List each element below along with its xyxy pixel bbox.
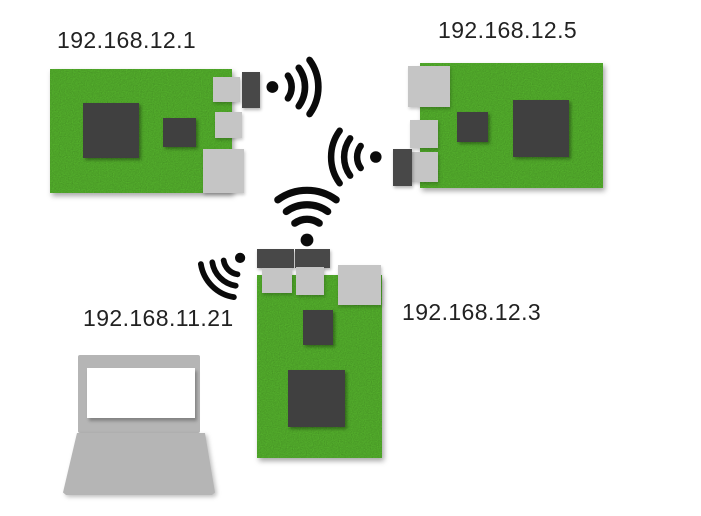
ip-label-board-3: 192.168.12.3 xyxy=(402,299,542,325)
circuit-board-2 xyxy=(393,63,603,188)
circuit-board-3 xyxy=(257,249,382,458)
port xyxy=(215,112,242,138)
wifi-dongle xyxy=(257,249,294,268)
port xyxy=(296,267,324,295)
wifi-signal-icon-up xyxy=(267,168,347,248)
ip-label-board-1: 192.168.12.1 xyxy=(57,27,197,53)
circuit-board-1 xyxy=(50,69,260,193)
chip-small xyxy=(303,310,333,345)
port xyxy=(338,265,381,305)
port xyxy=(410,120,438,148)
ip-label-board-2: 192.168.12.5 xyxy=(438,17,578,43)
laptop xyxy=(62,355,224,497)
wifi-dongle xyxy=(295,249,330,268)
ip-label-laptop: 192.168.11.21 xyxy=(83,305,234,331)
port xyxy=(410,152,438,182)
port xyxy=(262,268,292,293)
chip-large xyxy=(83,103,139,158)
laptop-display xyxy=(87,368,195,418)
chip-large xyxy=(513,100,569,157)
port xyxy=(203,149,244,193)
laptop-keyboard-wedge xyxy=(63,433,215,495)
port xyxy=(213,77,240,102)
wifi-dongle xyxy=(393,149,412,186)
wifi-signal-icon-right xyxy=(265,50,339,124)
chip-large xyxy=(288,370,345,427)
wifi-dongle xyxy=(242,72,260,108)
laptop-base xyxy=(63,433,215,495)
chip-small xyxy=(457,112,488,142)
port xyxy=(408,66,450,107)
chip-small xyxy=(163,118,196,147)
